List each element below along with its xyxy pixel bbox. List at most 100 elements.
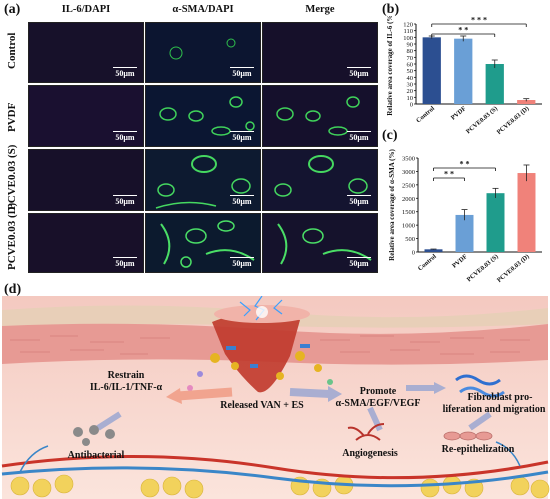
bar xyxy=(422,37,441,104)
y-tick-label: 70 xyxy=(407,55,414,62)
bar xyxy=(517,100,536,104)
micrograph-pvdf-il6: 50μm xyxy=(28,85,144,147)
y-tick-label: 50 xyxy=(407,68,414,75)
label-released: Released VAN + ES xyxy=(220,400,304,411)
wound-healing-schematic: Restrain IL-6/IL-1/TNF-α Released VAN + … xyxy=(1,296,550,499)
y-tick-label: 3000 xyxy=(402,169,415,176)
scale-bar: 50μm xyxy=(230,66,254,78)
label-fibroblast-line1: Fibroblast pro- xyxy=(468,392,533,403)
panel-c-letter: (c) xyxy=(382,128,398,143)
cell-texture xyxy=(10,335,530,355)
y-tick-label: 1500 xyxy=(402,209,415,216)
micrograph-pcve-s-merge: 50μm xyxy=(262,149,378,211)
fibroblast-icon xyxy=(455,374,505,398)
scale-bar: 50μm xyxy=(113,130,137,142)
row-label-pvdf: PVDF xyxy=(6,102,18,132)
scale-bar: 50μm xyxy=(113,194,137,206)
merge-fluorescence-pattern xyxy=(274,155,368,197)
arrow-to-reepithelization xyxy=(468,411,492,431)
y-axis-label: Relative area coverage of IL-6 (%) xyxy=(386,16,394,116)
panel-a-letter: (a) xyxy=(4,2,21,17)
blood-vessel-blue xyxy=(1,466,549,488)
x-tick-label: PCVE0.03 (S) xyxy=(465,105,499,135)
label-promote: Promote xyxy=(360,386,397,397)
label-promote-targets: α-SMA/EGF/VEGF xyxy=(335,398,420,409)
x-tick-label: PCVE0.03 (S) xyxy=(466,253,500,283)
micrograph-pcve-d-il6: 50μm xyxy=(28,213,144,273)
arrow-to-promote xyxy=(289,388,331,398)
x-tick-label: Control xyxy=(417,253,438,272)
micrograph-control-asma: 50μm xyxy=(145,22,261,83)
y-tick-label: 2000 xyxy=(402,196,415,203)
scale-bar: 50μm xyxy=(347,194,371,206)
released-drug-particles xyxy=(187,344,333,391)
label-angiogenesis: Angiogenesis xyxy=(342,448,398,459)
bar xyxy=(517,173,536,252)
scale-bar: 50μm xyxy=(113,256,137,268)
column-header-asma: α-SMA/DAPI xyxy=(172,4,234,15)
significance-label: * * xyxy=(458,26,468,35)
row-label-pcve-s: PCVE0.03 (S) xyxy=(6,144,18,210)
column-header-il6: IL-6/DAPI xyxy=(61,4,111,15)
row-label-pcve-d: PCVE0.03 (D) xyxy=(6,202,18,270)
x-tick-label: PVDF xyxy=(450,105,468,122)
bar xyxy=(454,38,473,104)
asma-fluorescence-pattern xyxy=(155,155,251,209)
y-tick-label: 80 xyxy=(407,48,414,55)
y-tick-label: 20 xyxy=(407,88,414,95)
micrograph-control-merge: 50μm xyxy=(262,22,378,83)
scale-bar: 50μm xyxy=(347,130,371,142)
scale-bar: 50μm xyxy=(347,66,371,78)
significance-label: * * xyxy=(444,170,454,179)
asma-fluorescence-pattern xyxy=(159,96,255,136)
column-header-merge: Merge xyxy=(305,4,335,15)
y-tick-label: 2500 xyxy=(402,182,415,189)
scale-bar: 50μm xyxy=(230,194,254,206)
chart-asma-coverage: 0 500 1000 1500 2000 2500 3000 3500 Relative are… xyxy=(388,149,542,284)
epithelial-cells-icon xyxy=(443,431,493,441)
y-tick-label: 100 xyxy=(403,35,413,42)
y-axis-label: Relative area coverage of α-SMA (%) xyxy=(388,149,396,261)
scale-bar: 50μm xyxy=(230,256,254,268)
label-restrain: Restrain xyxy=(108,370,145,381)
label-antibacterial: Antibacterial xyxy=(68,450,125,461)
micrograph-pvdf-asma: 50μm xyxy=(145,85,261,147)
y-tick-label: 0 xyxy=(412,250,415,257)
bar xyxy=(486,193,505,252)
scale-bar: 50μm xyxy=(113,66,137,78)
significance-label: * * * xyxy=(471,16,487,25)
y-tick-label: 3500 xyxy=(402,156,415,163)
x-tick-label: PVDF xyxy=(451,253,469,270)
label-reepithelization: Re-epithelization xyxy=(442,444,515,455)
y-tick-label: 110 xyxy=(403,28,413,35)
micrograph-pcve-d-merge: 50μm xyxy=(262,213,378,273)
arrow-to-restrain xyxy=(177,387,233,401)
bar xyxy=(485,64,504,104)
micrograph-pvdf-merge: 50μm xyxy=(262,85,378,147)
asma-fluorescence-pattern xyxy=(169,38,236,60)
x-tick-label: Control xyxy=(415,105,436,124)
arrow-to-antibacterial xyxy=(96,411,122,431)
blood-vessel-red xyxy=(1,454,549,480)
x-tick-label: PCVE0.03 (D) xyxy=(496,105,531,136)
y-tick-label: 60 xyxy=(407,62,414,69)
bar xyxy=(424,249,443,252)
y-tick-label: 40 xyxy=(407,75,414,82)
micrograph-pcve-s-il6: 50μm xyxy=(28,149,144,211)
label-fibroblast-line2: liferation and migration xyxy=(443,404,546,415)
bacteria-icon xyxy=(73,425,115,446)
y-tick-label: 500 xyxy=(405,236,415,243)
x-tick-label: PCVE0.03 (D) xyxy=(496,253,531,284)
y-tick-label: 1000 xyxy=(402,223,415,230)
y-tick-label: 30 xyxy=(407,82,414,89)
micrograph-control-il6: 50μm xyxy=(28,22,144,83)
y-tick-label: 10 xyxy=(407,95,414,102)
angiogenesis-vessel-icon xyxy=(347,423,385,441)
label-restrain-targets: IL-6/IL-1/TNF-α xyxy=(90,382,163,393)
scale-bar: 50μm xyxy=(230,130,254,142)
micrograph-pcve-d-asma: 50μm xyxy=(145,213,261,273)
micrograph-pcve-s-asma: 50μm xyxy=(145,149,261,211)
arrow-to-angiogenesis xyxy=(367,406,383,432)
scale-bar: 50μm xyxy=(347,256,371,268)
